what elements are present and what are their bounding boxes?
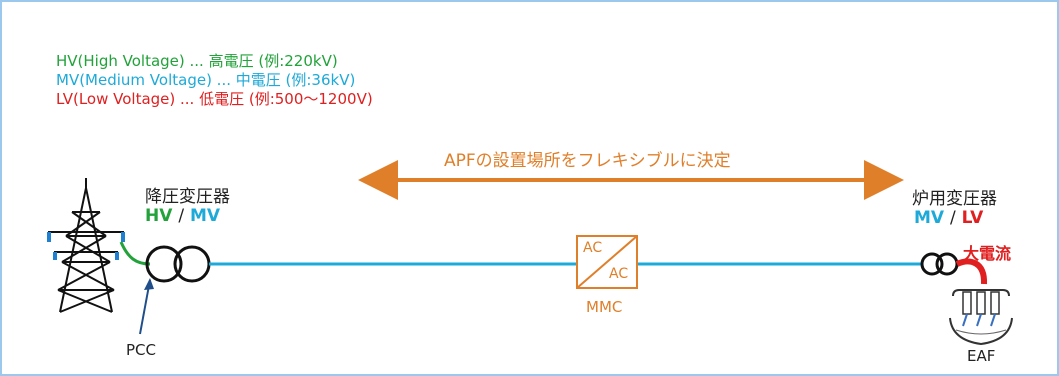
step-down-transformer-title: 降圧変圧器 (145, 187, 230, 207)
mmc-ac-bottom: AC (609, 266, 629, 282)
transmission-tower-icon (48, 178, 124, 313)
step-down-mv: MV (189, 206, 221, 226)
transformer-icon (145, 245, 211, 283)
legend-hv: HV(High Voltage) ... 高電圧 (例:220kV) (56, 52, 338, 70)
mmc-ac-top: AC (583, 240, 603, 256)
pcc-arrowhead (144, 278, 154, 290)
legend-mv: MV(Medium Voltage) ... 中電圧 (例:36kV) (56, 71, 356, 89)
furnace-lv: LV (961, 208, 984, 228)
step-down-sep: / (178, 206, 185, 226)
insulator-icon (47, 232, 125, 260)
eaf-furnace-icon (949, 289, 1013, 346)
furnace-sep: / (950, 208, 956, 228)
flexible-placement-label: APFの設置場所をフレキシブルに決定 (444, 151, 731, 171)
large-current-line (955, 258, 987, 285)
voltage-legend: HV(High Voltage) ... 高電圧 (例:220kV) MV(Me… (56, 52, 373, 109)
furnace-mv: MV (914, 208, 945, 228)
step-down-hv: HV (145, 206, 173, 226)
large-current-label: 大電流 (963, 244, 1012, 263)
furnace-transformer-title: 炉用変圧器 (912, 189, 997, 209)
converter-icon (576, 235, 638, 289)
step-down-ratio: HV / MV (145, 206, 220, 226)
pcc-label: PCC (126, 341, 156, 359)
eaf-label: EAF (967, 347, 996, 365)
furnace-transformer-icon (920, 252, 959, 276)
legend-lv: LV(Low Voltage) ... 低電圧 (例:500～1200V) (56, 90, 373, 108)
hv-line (119, 241, 151, 266)
furnace-ratio: MV / LV (914, 208, 983, 228)
mmc-label: MMC (586, 298, 623, 316)
